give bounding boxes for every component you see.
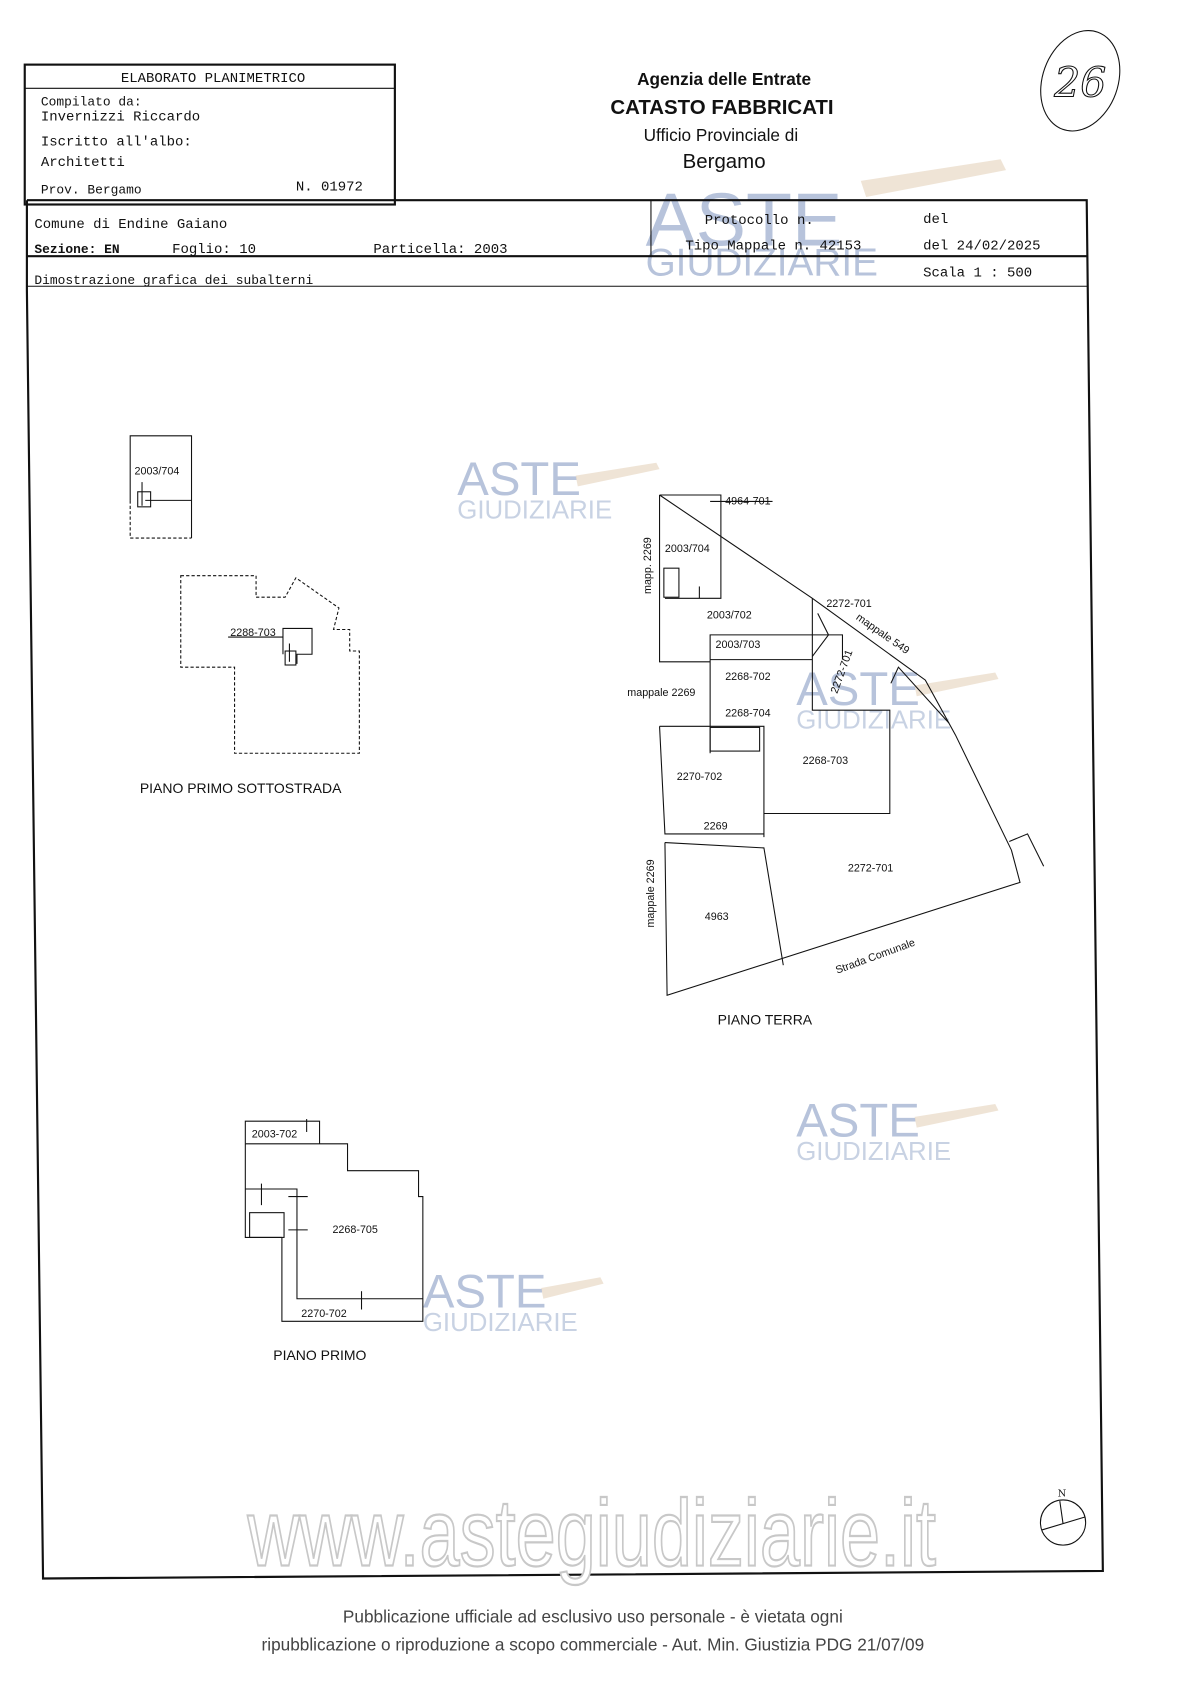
watermarks: ASTE GIUDIZIARIE ASTE GIUDIZIARIE ASTE G… xyxy=(423,159,1007,1337)
svg-text:2268-704: 2268-704 xyxy=(725,708,770,720)
svg-text:ELABORATO PLANIMETRICO: ELABORATO PLANIMETRICO xyxy=(121,71,305,87)
footer-notice: Pubblicazione ufficiale ad esclusivo uso… xyxy=(262,1607,925,1655)
watermark-aste-3: ASTE GIUDIZIARIE xyxy=(796,1094,999,1166)
header-box: ELABORATO PLANIMETRICO Compilato da: Inv… xyxy=(23,63,396,206)
agency-header: Agenzia delle Entrate CATASTO FABBRICATI… xyxy=(610,69,833,173)
svg-text:Ufficio Provinciale di: Ufficio Provinciale di xyxy=(644,125,799,145)
svg-text:ripubblicazione o riproduzione: ripubblicazione o riproduzione a scopo c… xyxy=(262,1635,925,1655)
svg-text:PIANO TERRA: PIANO TERRA xyxy=(718,1011,813,1027)
svg-text:2003/704: 2003/704 xyxy=(134,466,179,478)
svg-text:Sezione: EN: Sezione: EN xyxy=(34,242,119,257)
svg-text:mappale 2269: mappale 2269 xyxy=(645,859,657,927)
svg-text:Comune di Endine Gaiano: Comune di Endine Gaiano xyxy=(34,217,227,233)
svg-text:2288-703: 2288-703 xyxy=(230,627,275,639)
svg-text:Protocollo n.: Protocollo n. xyxy=(705,213,814,229)
watermark-aste-1: ASTE GIUDIZIARIE xyxy=(457,453,660,525)
svg-text:4963: 4963 xyxy=(705,911,729,923)
watermark-site: www.astegiudiziarie.it xyxy=(247,1481,936,1587)
page-number-stamp: 26 xyxy=(1040,30,1121,132)
svg-text:GIUDIZIARIE: GIUDIZIARIE xyxy=(796,706,951,734)
svg-text:ASTE: ASTE xyxy=(796,663,920,716)
north-compass-icon: N xyxy=(1039,1489,1087,1546)
svg-text:del 24/02/2025: del 24/02/2025 xyxy=(923,239,1040,255)
svg-text:2272-701: 2272-701 xyxy=(826,598,871,610)
svg-text:N: N xyxy=(1058,1489,1067,1500)
info-rows: Comune di Endine Gaiano Sezione: EN Fogl… xyxy=(34,212,1040,288)
svg-text:N. 01972: N. 01972 xyxy=(296,180,363,196)
svg-text:PIANO PRIMO SOTTOSTRADA: PIANO PRIMO SOTTOSTRADA xyxy=(140,780,342,796)
svg-text:CATASTO FABBRICATI: CATASTO FABBRICATI xyxy=(610,96,833,119)
svg-text:2003/703: 2003/703 xyxy=(716,639,761,651)
svg-text:PIANO PRIMO: PIANO PRIMO xyxy=(273,1347,366,1363)
svg-text:2272-701: 2272-701 xyxy=(848,863,893,875)
svg-text:2270-702: 2270-702 xyxy=(301,1308,346,1320)
svg-text:2003-702: 2003-702 xyxy=(252,1128,297,1140)
svg-text:2268-703: 2268-703 xyxy=(803,755,848,767)
watermark-aste-4: ASTE GIUDIZIARIE xyxy=(423,1265,604,1337)
svg-text:Particella: 2003: Particella: 2003 xyxy=(373,242,507,258)
svg-text:GIUDIZIARIE: GIUDIZIARIE xyxy=(796,1138,951,1166)
svg-text:Pubblicazione ufficiale ad esc: Pubblicazione ufficiale ad esclusivo uso… xyxy=(343,1607,843,1627)
svg-text:2268-702: 2268-702 xyxy=(725,671,770,683)
svg-text:Foglio: 10: Foglio: 10 xyxy=(172,242,256,258)
svg-text:del: del xyxy=(923,212,948,228)
svg-text:ASTE: ASTE xyxy=(423,1265,547,1318)
svg-text:mapp. 2269: mapp. 2269 xyxy=(642,537,654,594)
svg-text:Dimostrazione grafica dei suba: Dimostrazione grafica dei subalterni xyxy=(34,273,313,288)
svg-text:Tipo Mappale n. 42153: Tipo Mappale n. 42153 xyxy=(685,239,861,255)
svg-text:2003/704: 2003/704 xyxy=(665,543,710,555)
svg-text:mappale 2269: mappale 2269 xyxy=(627,687,695,699)
svg-text:2270-702: 2270-702 xyxy=(677,771,722,783)
svg-text:GIUDIZIARIE: GIUDIZIARIE xyxy=(423,1309,578,1337)
svg-text:GIUDIZIARIE: GIUDIZIARIE xyxy=(646,242,878,285)
svg-text:2268-705: 2268-705 xyxy=(332,1224,377,1236)
plan-piano-primo: 2003-702 2268-705 2270-702 PIANO PRIMO xyxy=(244,1119,424,1363)
svg-text:ASTE: ASTE xyxy=(457,453,581,506)
svg-text:Invernizzi Riccardo: Invernizzi Riccardo xyxy=(41,110,200,126)
svg-text:Agenzia delle Entrate: Agenzia delle Entrate xyxy=(637,69,811,89)
watermark-aste-2: ASTE GIUDIZIARIE xyxy=(796,663,999,734)
svg-text:4964-701: 4964-701 xyxy=(725,496,770,508)
svg-text:Bergamo: Bergamo xyxy=(683,150,766,173)
svg-text:ASTE: ASTE xyxy=(646,177,843,261)
svg-text:Scala 1 : 500: Scala 1 : 500 xyxy=(923,266,1032,282)
svg-text:ASTE: ASTE xyxy=(796,1094,920,1147)
watermark-aste-header: ASTE GIUDIZIARIE xyxy=(646,159,1007,285)
svg-text:Compilato da:: Compilato da: xyxy=(41,95,142,110)
svg-text:Strada Comunale: Strada Comunale xyxy=(834,937,917,977)
svg-text:26: 26 xyxy=(1053,59,1106,107)
svg-text:GIUDIZIARIE: GIUDIZIARIE xyxy=(457,497,612,525)
plan-piano-terra: 4964-701 2003/704 mapp. 2269 2003/702 22… xyxy=(627,494,1045,1027)
svg-text:Prov. Bergamo: Prov. Bergamo xyxy=(41,183,142,198)
svg-text:Iscritto all'albo:: Iscritto all'albo: xyxy=(41,134,192,150)
svg-text:2003/702: 2003/702 xyxy=(707,610,752,622)
svg-text:Architetti: Architetti xyxy=(41,155,125,171)
svg-text:2269: 2269 xyxy=(704,821,728,833)
plan-piano-primo-sottostrada: 2003/704 2288-703 PIANO PRIMO SOTTOSTRAD… xyxy=(129,435,360,796)
sheet-frame xyxy=(25,199,1104,1580)
